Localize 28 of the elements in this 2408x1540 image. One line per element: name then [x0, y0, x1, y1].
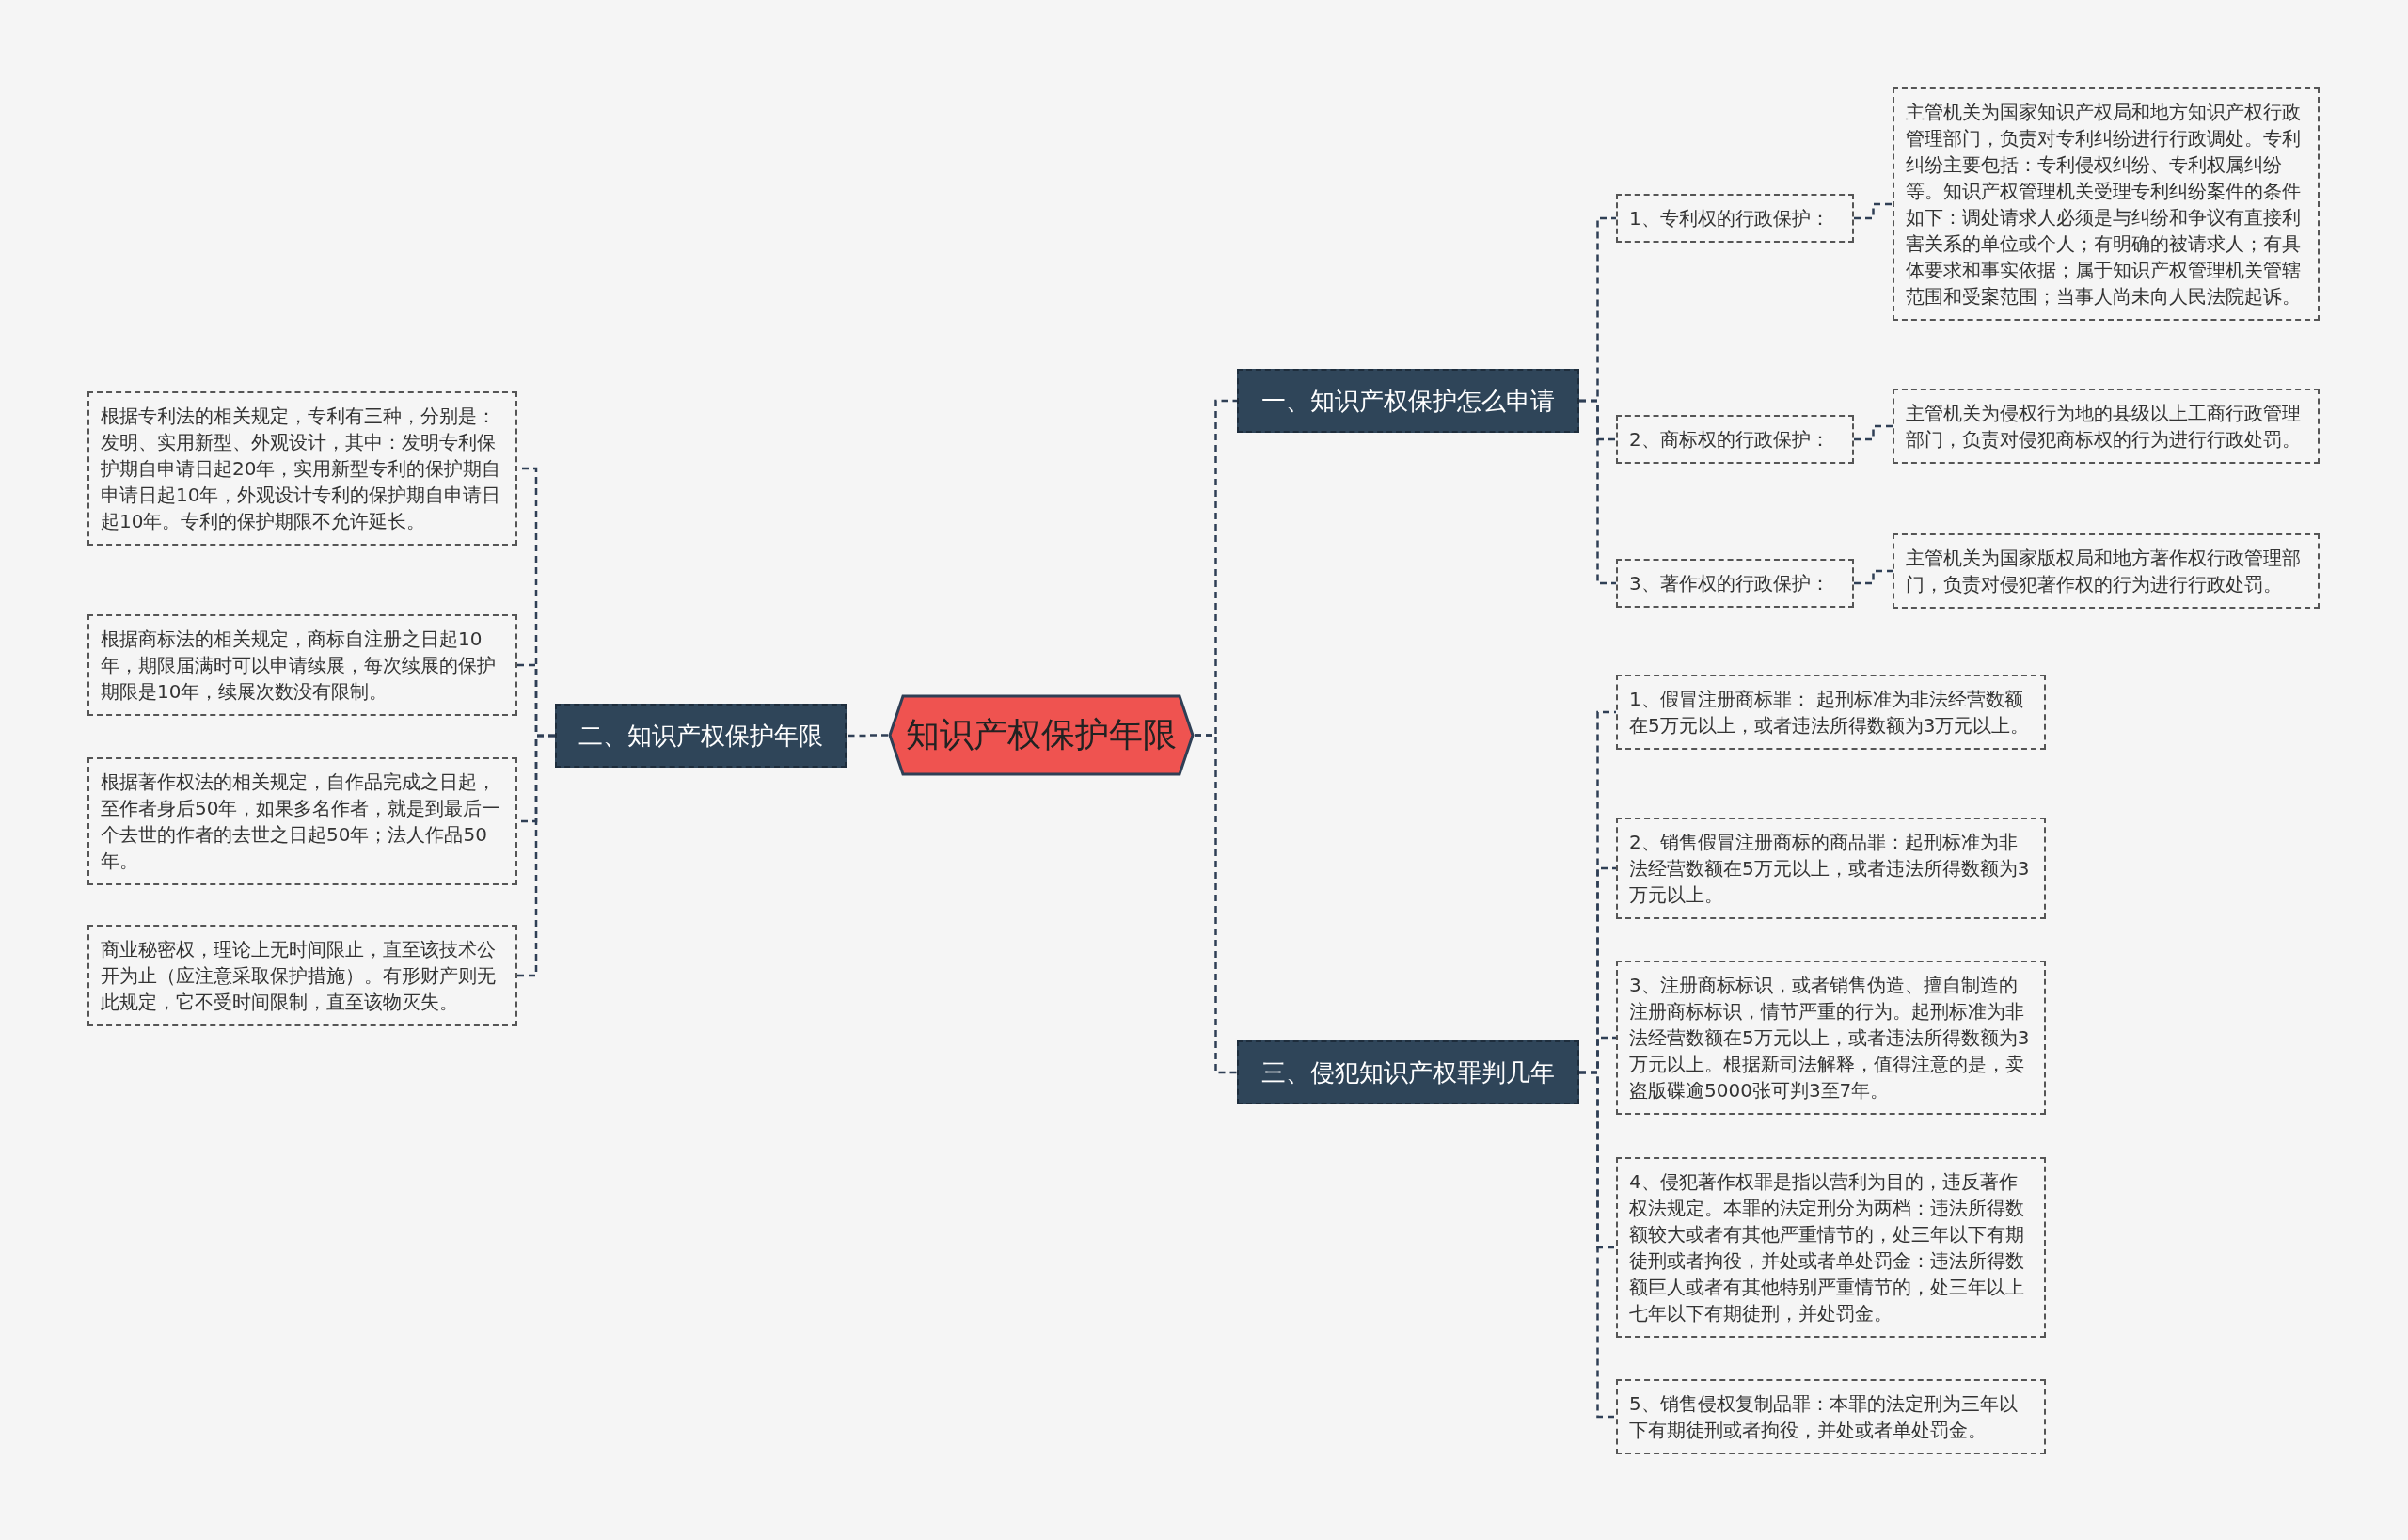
- connector: [1579, 1071, 1616, 1419]
- topic-box: 三、侵犯知识产权罪判几年: [1237, 1040, 1579, 1104]
- note-box: 根据著作权法的相关规定，自作品完成之日起，至作者身后50年，如果多名作者，就是到最后一个去世的作者的去世之日起50年；法人作品50年。: [87, 757, 517, 885]
- note-box: 3、注册商标标识，或者销售伪造、擅自制造的注册商标标识，情节严重的行为。起刑标准为非法经营数额在5万元以上，或者违法所得数额为3万元以上。根据新司法解释，值得注意的是，卖盗版碟逾5000张可判3至7年。: [1616, 961, 2046, 1115]
- note-box: 主管机关为国家知识产权局和地方知识产权行政管理部门，负责对专利纠纷进行行政调处。专利纠纷主要包括：专利侵权纠纷、专利权属纠纷等。知识产权管理机关受理专利纠纷案件的条件如下：调处请求人必须是与纠纷和争议有直接利害关系的单位或个人；有明确的被请求人；有具体要求和事实依据；属于知识产权管理机关管辖范围和受案范围；当事人尚未向人民法院起诉。: [1893, 87, 2320, 321]
- subtopic-box: 3、著作权的行政保护：: [1616, 559, 1854, 608]
- note-box: 根据专利法的相关规定，专利有三种，分别是：发明、实用新型、外观设计，其中：发明专利保护期自申请日起20年，实用新型专利的保护期自申请日起10年，外观设计专利的保护期自申请日起10年。专利的保护期限不允许延长。: [87, 391, 517, 546]
- connector: [1579, 399, 1616, 585]
- note-box: 主管机关为侵权行为地的县级以上工商行政管理部门，负责对侵犯商标权的行为进行行政处罚。: [1893, 389, 2320, 464]
- subtopic-box: 1、专利权的行政保护：: [1616, 194, 1854, 243]
- connector: [1195, 734, 1237, 1074]
- note-box: 主管机关为国家版权局和地方著作权行政管理部门，负责对侵犯著作权的行为进行行政处罚。: [1893, 533, 2320, 609]
- note-box: 5、销售侵权复制品罪：本罪的法定刑为三年以下有期徒刑或者拘役，并处或者单处罚金。: [1616, 1379, 2046, 1454]
- connector: [1854, 202, 1893, 220]
- note-box: 1、假冒注册商标罪： 起刑标准为非法经营数额在5万元以上，或者违法所得数额为3万元以上。: [1616, 675, 2046, 750]
- note-box: 根据商标法的相关规定，商标自注册之日起10年，期限届满时可以申请续展，每次续展的保护期限是10年，续展次数没有限制。: [87, 614, 517, 716]
- note-box: 2、销售假冒注册商标的商品罪：起刑标准为非法经营数额在5万元以上，或者违法所得数额为3万元以上。: [1616, 818, 2046, 919]
- connector: [1854, 569, 1893, 585]
- root-hexagon: [888, 694, 1195, 776]
- topic-box: 一、知识产权保护怎么申请: [1237, 369, 1579, 433]
- connector: [517, 734, 555, 977]
- note-box: 商业秘密权，理论上无时间限止，直至该技术公开为止（应注意采取保护措施）。有形财产则无此规定，它不受时间限制，直至该物灭失。: [87, 925, 517, 1026]
- root-title: 知识产权保护年限: [906, 714, 1177, 755]
- topic-box: 二、知识产权保护年限: [555, 704, 847, 768]
- connector: [847, 734, 888, 738]
- subtopic-box: 2、商标权的行政保护：: [1616, 415, 1854, 464]
- connector: [1854, 424, 1893, 441]
- note-box: 4、侵犯著作权罪是指以营利为目的，违反著作权法规定。本罪的法定刑分为两档：违法所得数额较大或者有其他严重情节的，处三年以下有期徒刑或者拘役，并处或者单处罚金：违法所得数额巨人或者有其他特别严重情节的，处三年以上七年以下有期徒刑，并处罚金。: [1616, 1157, 2046, 1338]
